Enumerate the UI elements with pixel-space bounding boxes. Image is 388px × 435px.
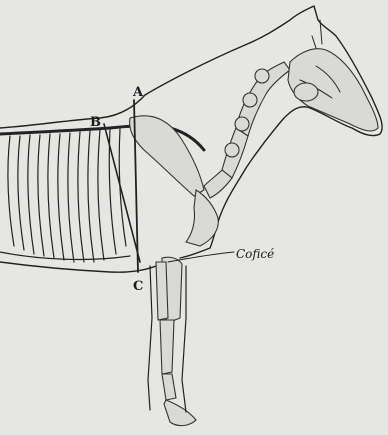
skull	[288, 20, 378, 131]
label-a: A	[132, 85, 144, 100]
foreleg	[148, 257, 196, 425]
belly-outline	[0, 262, 165, 272]
scapula	[130, 116, 204, 196]
neck-vertebrae	[204, 62, 290, 198]
label-b: B	[90, 115, 101, 130]
label-c: C	[133, 279, 143, 294]
callout-leader	[168, 252, 234, 262]
callout-label: Coficé	[236, 247, 274, 261]
